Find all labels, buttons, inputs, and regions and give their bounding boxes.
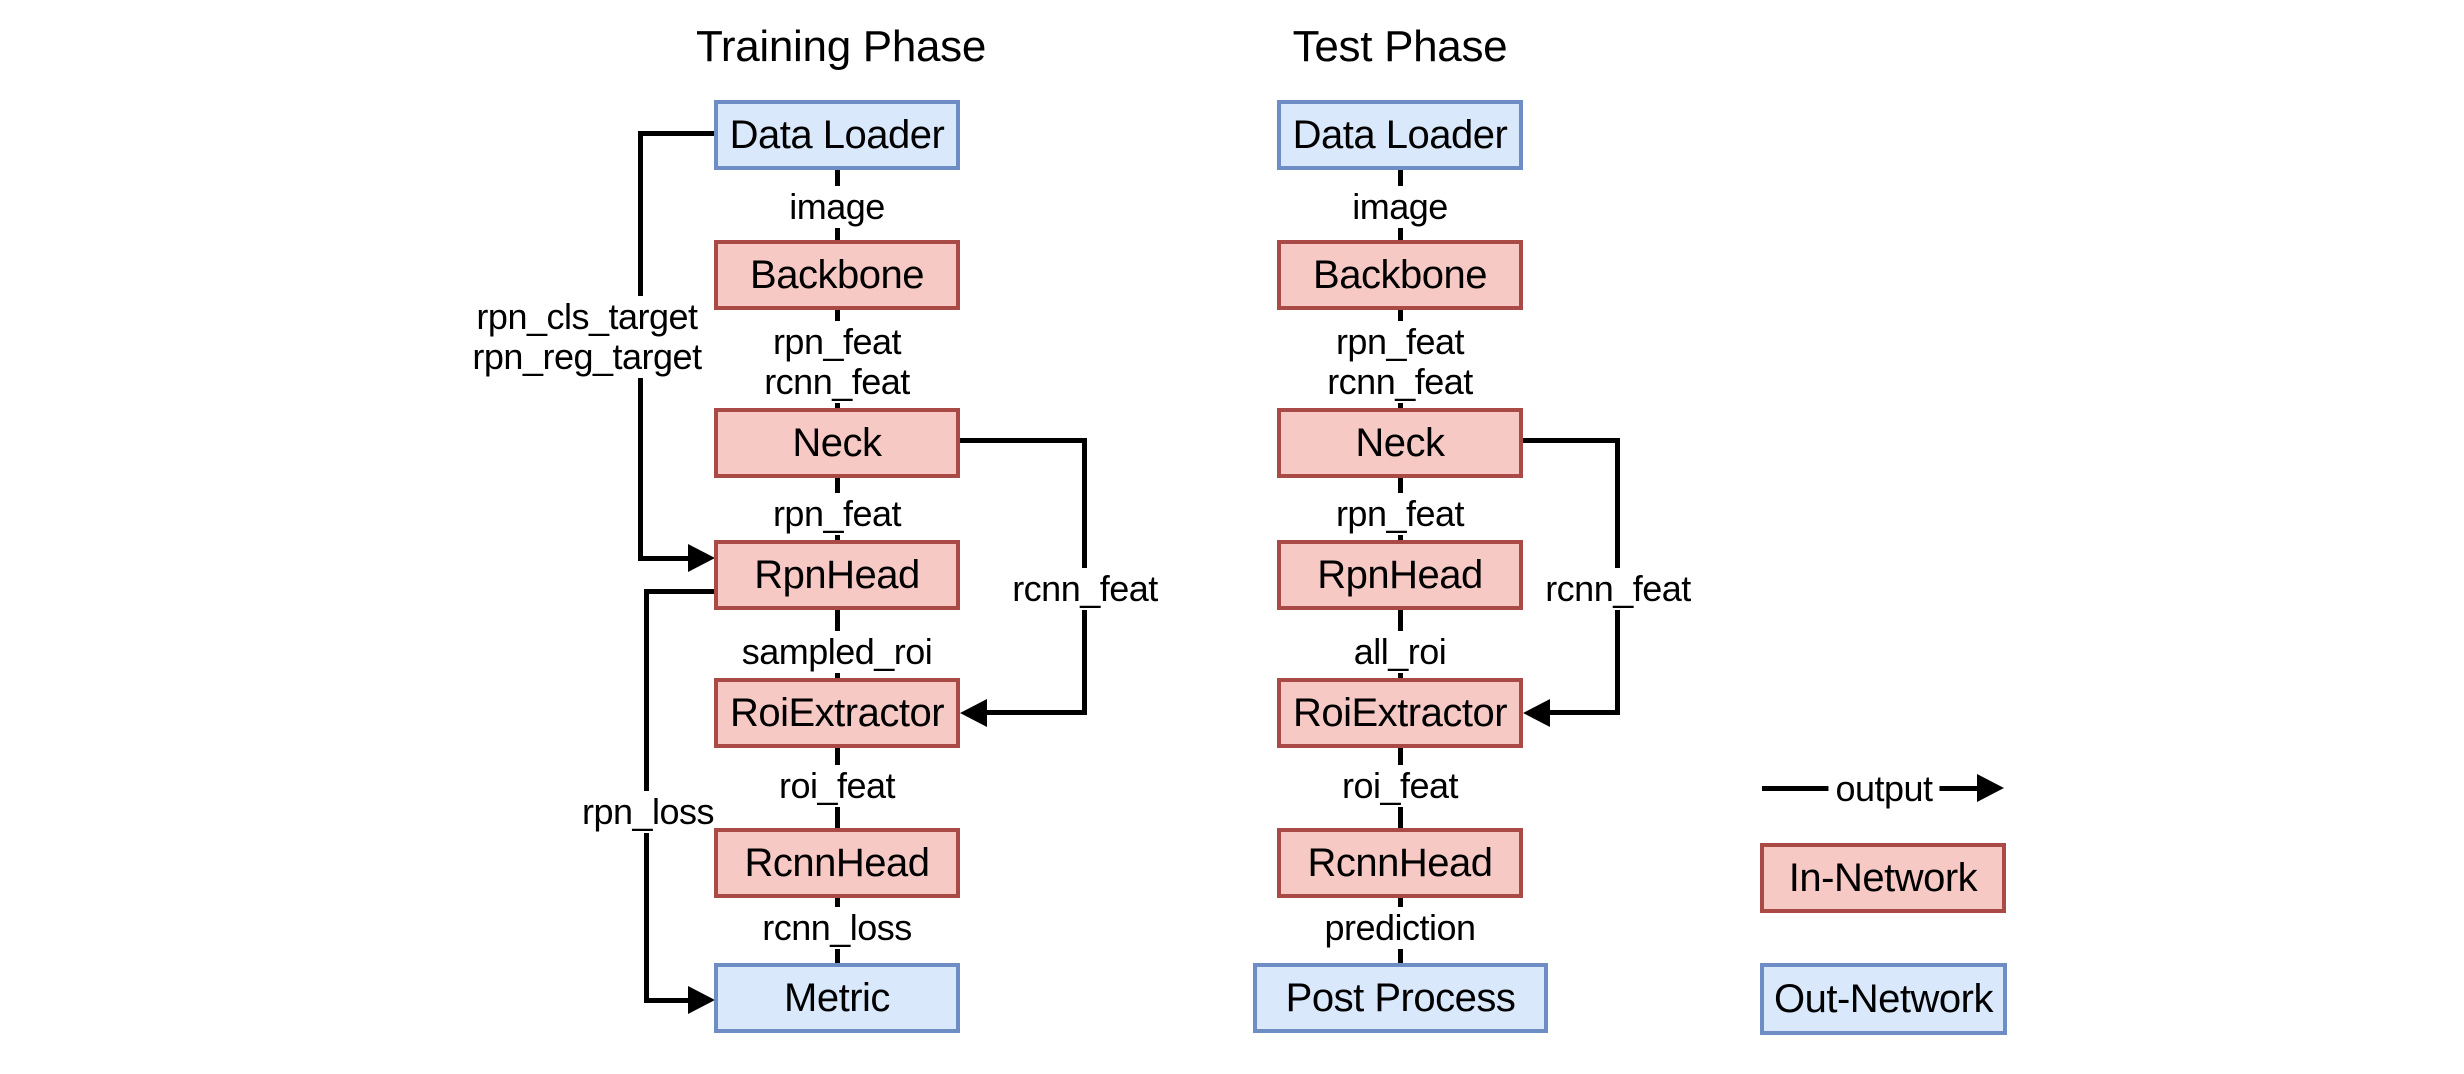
training-phase-title: Training Phase bbox=[695, 22, 987, 71]
node-rcnnhead-training: RcnnHead bbox=[714, 828, 960, 898]
edge-label-rpn-feat-test: rpn_feat bbox=[1335, 321, 1465, 362]
edge-label-rpn-feat-neck: rpn_feat bbox=[765, 493, 909, 535]
node-data-loader-training: Data Loader bbox=[714, 100, 960, 170]
edge-label-rpn-loss: rpn_loss bbox=[574, 791, 722, 833]
edge-rcnnfeat-top bbox=[960, 438, 1087, 443]
legend-output-label: output bbox=[1828, 768, 1940, 810]
edge-target-branch-bottom bbox=[638, 556, 688, 561]
edge-label-rpn-feat-neck-test: rpn_feat bbox=[1328, 493, 1472, 535]
edge-label-rpn-reg-target: rpn_reg_target bbox=[472, 336, 702, 377]
node-metric-training: Metric bbox=[714, 963, 960, 1033]
edge-label-rcnn-loss: rcnn_loss bbox=[755, 907, 919, 949]
node-neck-test: Neck bbox=[1277, 408, 1523, 478]
edge-label-image-test: image bbox=[1345, 186, 1455, 228]
edge-label-rcnn-feat: rcnn_feat bbox=[764, 361, 910, 402]
node-rpnhead-training: RpnHead bbox=[714, 540, 960, 610]
edge-label-all-roi: all_roi bbox=[1346, 631, 1454, 673]
edge-label-backbone-feats-test: rpn_feat rcnn_feat bbox=[1320, 321, 1480, 403]
edge-label-roi-feat: roi_feat bbox=[771, 765, 903, 807]
node-rpnhead-test: RpnHead bbox=[1277, 540, 1523, 610]
node-neck-training: Neck bbox=[714, 408, 960, 478]
node-roiextractor-training: RoiExtractor bbox=[714, 678, 960, 748]
edge-label-rpn-feat: rpn_feat bbox=[772, 321, 902, 362]
arrowhead-into-roiextractor bbox=[960, 699, 987, 727]
node-post-process: Post Process bbox=[1253, 963, 1548, 1033]
edge-label-sampled-roi: sampled_roi bbox=[734, 631, 940, 673]
edge-label-backbone-feats: rpn_feat rcnn_feat bbox=[757, 321, 917, 403]
edge-label-rcnn-feat-test: rcnn_feat bbox=[1327, 361, 1473, 402]
edge-rcnnfeat-top-test bbox=[1523, 438, 1620, 443]
legend-out-network: Out-Network bbox=[1760, 963, 2007, 1035]
edge-label-rcnn-feat-branch-test: rcnn_feat bbox=[1538, 568, 1698, 610]
edge-label-image: image bbox=[782, 186, 892, 228]
node-backbone-training: Backbone bbox=[714, 240, 960, 310]
node-rcnnhead-test: RcnnHead bbox=[1277, 828, 1523, 898]
arrowhead-into-metric bbox=[688, 986, 715, 1014]
legend-in-network: In-Network bbox=[1760, 843, 2006, 913]
edge-label-prediction: prediction bbox=[1317, 907, 1483, 949]
test-phase-title: Test Phase bbox=[1292, 22, 1508, 71]
edge-label-rpn-cls-target: rpn_cls_target bbox=[476, 296, 698, 337]
node-data-loader-test: Data Loader bbox=[1277, 100, 1523, 170]
edge-rpnloss-bottom bbox=[644, 998, 688, 1003]
edge-label-roi-feat-test: roi_feat bbox=[1334, 765, 1466, 807]
legend-output-arrowhead bbox=[1977, 774, 2004, 802]
edge-rcnnfeat-bottom-test bbox=[1549, 710, 1620, 715]
edge-label-rcnn-feat-branch: rcnn_feat bbox=[1005, 568, 1165, 610]
edge-rcnnfeat-bottom bbox=[986, 710, 1087, 715]
arrowhead-into-rpnhead bbox=[688, 544, 715, 572]
node-backbone-test: Backbone bbox=[1277, 240, 1523, 310]
node-roiextractor-test: RoiExtractor bbox=[1277, 678, 1523, 748]
arrowhead-into-roiextractor-test bbox=[1523, 699, 1550, 727]
edge-rpnloss-top bbox=[644, 589, 714, 594]
edge-target-branch-top bbox=[638, 131, 714, 136]
edge-label-rpn-targets: rpn_cls_target rpn_reg_target bbox=[465, 296, 709, 378]
